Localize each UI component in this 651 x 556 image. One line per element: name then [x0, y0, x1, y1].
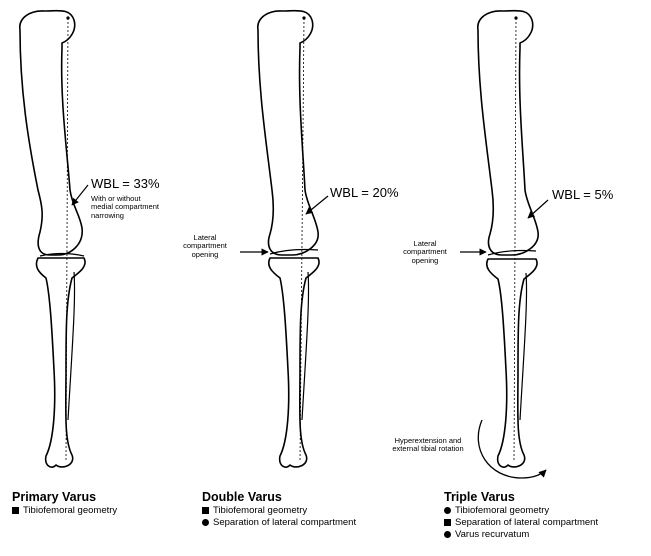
- note-line: narrowing: [91, 212, 159, 220]
- circle-bullet-icon: [444, 531, 451, 538]
- note-line: external tibial rotation: [382, 445, 474, 453]
- femur-outline: [20, 11, 82, 255]
- panel-title: Primary Varus: [12, 490, 117, 504]
- legend-item: Separation of lateral compartment: [202, 517, 356, 528]
- note-line: opening: [172, 251, 238, 259]
- wbl-label: WBL = 20%: [330, 186, 399, 200]
- medial-narrowing-note: With or without medial compartment narro…: [91, 195, 159, 220]
- legend-double-varus: Double Varus Tibiofemoral geometry Separ…: [202, 490, 356, 528]
- panel-title: Double Varus: [202, 490, 356, 504]
- legend-item-text: Tibiofemoral geometry: [455, 505, 549, 516]
- legend-item: Separation of lateral compartment: [444, 517, 598, 528]
- square-bullet-icon: [12, 507, 19, 514]
- leg-triple-varus: [478, 11, 546, 478]
- legend-item-text: Tibiofemoral geometry: [213, 505, 307, 516]
- knee-joint-gap: [270, 250, 318, 255]
- square-bullet-icon: [202, 507, 209, 514]
- lateral-opening-note: Lateral compartment opening: [392, 240, 458, 265]
- legend-item: Tibiofemoral geometry: [202, 505, 356, 516]
- leg-primary-varus: [20, 11, 85, 467]
- legend-item-text: Separation of lateral compartment: [455, 517, 598, 528]
- legend-item-text: Varus recurvatum: [455, 529, 529, 540]
- rotation-arc: [478, 420, 546, 478]
- legend-item: Varus recurvatum: [444, 529, 598, 540]
- wbl-label: WBL = 33%: [91, 177, 160, 191]
- legend-item: Tibiofemoral geometry: [444, 505, 598, 516]
- legend-item-text: Separation of lateral compartment: [213, 517, 356, 528]
- circle-bullet-icon: [202, 519, 209, 526]
- tibia-outline: [487, 259, 537, 467]
- legend-item: Tibiofemoral geometry: [12, 505, 117, 516]
- wbl-label: WBL = 5%: [552, 188, 613, 202]
- legend-primary-varus: Primary Varus Tibiofemoral geometry: [12, 490, 117, 516]
- tibia-outline: [269, 258, 319, 467]
- legend-item-text: Tibiofemoral geometry: [23, 505, 117, 516]
- panel-title: Triple Varus: [444, 490, 598, 504]
- circle-bullet-icon: [444, 507, 451, 514]
- leg-double-varus: [258, 11, 319, 467]
- tibia-outline: [36, 258, 85, 467]
- hyperextension-note: Hyperextension and external tibial rotat…: [382, 437, 474, 454]
- femur-outline: [478, 11, 538, 255]
- square-bullet-icon: [444, 519, 451, 526]
- lateral-opening-note: Lateral compartment opening: [172, 234, 238, 259]
- weight-bearing-line: [514, 18, 516, 462]
- weight-bearing-line: [66, 18, 68, 462]
- femur-outline: [258, 11, 318, 255]
- note-line: opening: [392, 257, 458, 265]
- legend-triple-varus: Triple Varus Tibiofemoral geometry Separ…: [444, 490, 598, 540]
- wbl-arrow-1: [72, 185, 88, 205]
